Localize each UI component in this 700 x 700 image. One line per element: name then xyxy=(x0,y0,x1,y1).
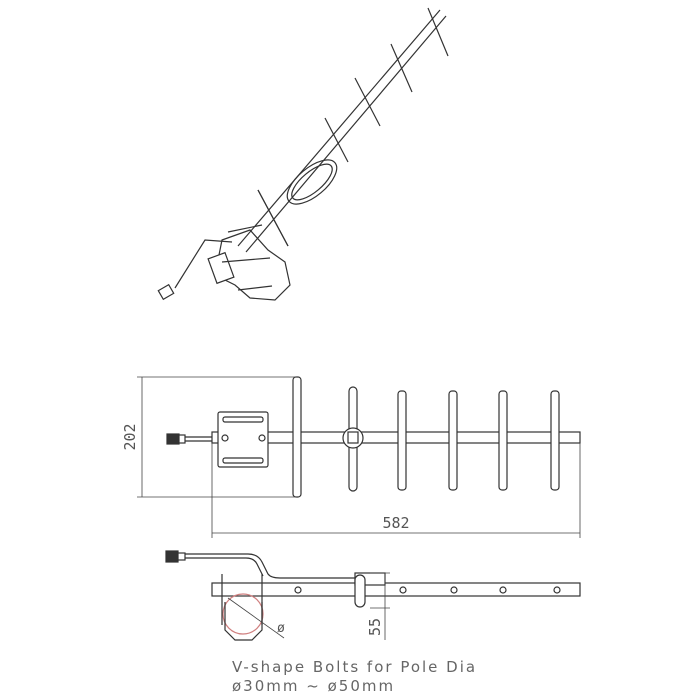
side-view: ø 55 xyxy=(165,550,581,641)
pole-circle xyxy=(222,593,264,635)
caption-line-1: V-shape Bolts for Pole Dia xyxy=(232,658,478,676)
side-holes xyxy=(294,586,561,594)
directors xyxy=(397,390,560,491)
height-dimension: 202 xyxy=(121,423,139,450)
top-view: 202 582 xyxy=(121,376,581,538)
connector xyxy=(166,433,180,445)
offset-dimension: 55 xyxy=(366,618,384,636)
diameter-label: ø xyxy=(277,621,285,636)
length-dimension: 582 xyxy=(382,514,409,532)
isometric-cable xyxy=(174,239,233,289)
mount-plate xyxy=(217,411,269,468)
isometric-bracket xyxy=(207,224,291,301)
caption-line-2: ø30mm ~ ø50mm xyxy=(232,677,396,695)
isometric-connector xyxy=(157,283,175,301)
isometric-elements xyxy=(257,7,449,247)
isometric-view xyxy=(157,7,449,301)
